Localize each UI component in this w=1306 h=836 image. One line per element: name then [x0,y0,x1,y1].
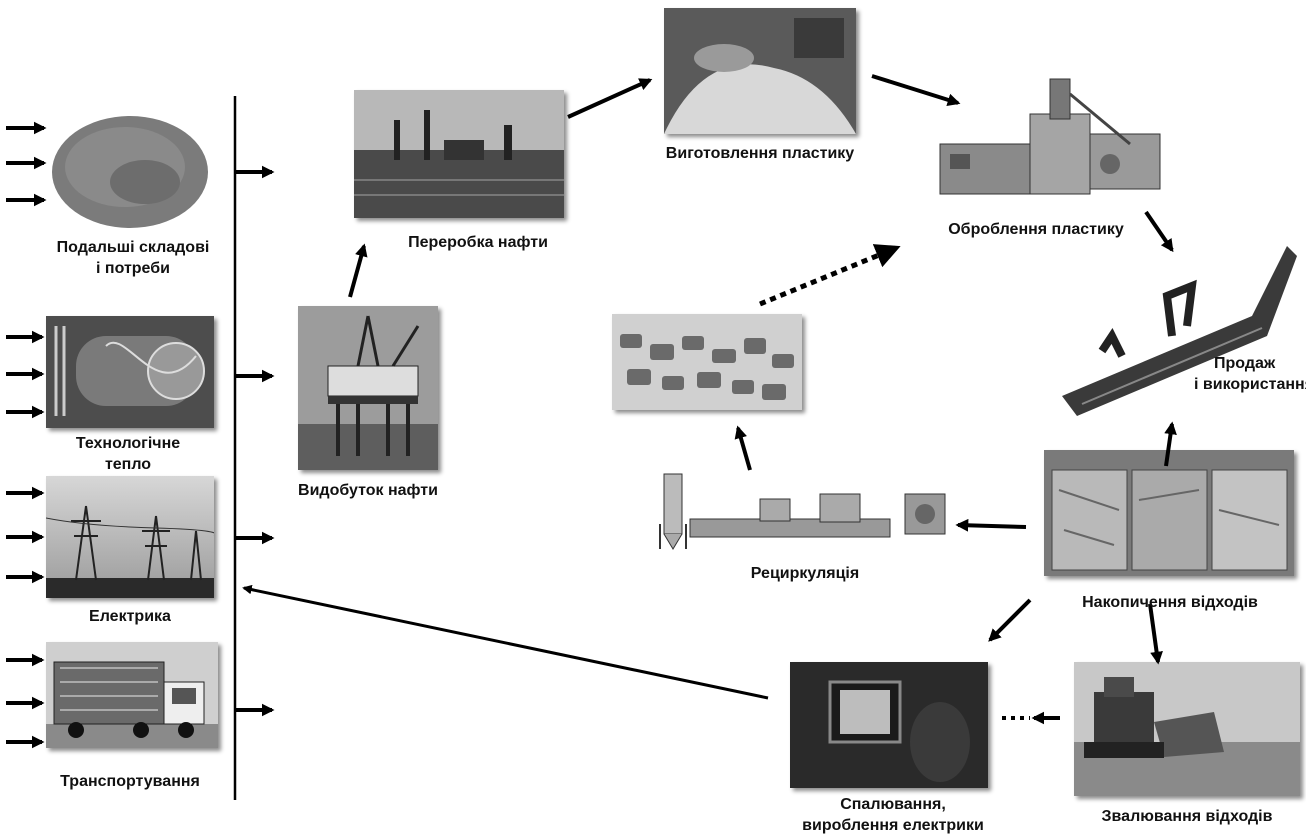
label-heat-line1: Технологічне [75,435,181,452]
plastic-machine-image [930,74,1166,210]
refinery-image [354,90,564,218]
label-oil-processing: Переробка нафти [408,234,548,251]
incineration-image [790,662,988,788]
process-arrow-icon [242,74,1177,725]
label-components-line1: Подальші складові [56,239,210,256]
landfill-image [1074,662,1300,796]
waste-bales-image [1044,450,1294,576]
output-arrow-icon [236,165,275,717]
label-components-line2: і потреби [96,260,170,277]
label-plastic-processing: Оброблення пластику [948,221,1124,238]
label-transport: Транспортування [60,773,200,790]
label-process-heat: Технологічне тепло [38,433,218,475]
label-incineration: Спалювання, вироблення електрики [790,794,996,836]
label-waste-accumulation: Накопичення відходів [1082,594,1258,611]
label-incineration-line2: вироблення електрики [802,817,984,834]
recycled-flakes-image [612,314,802,410]
label-plastic-production: Виготовлення пластику [665,145,855,162]
truck-image [46,642,218,748]
label-sale-line1: Продаж [1214,355,1276,372]
label-recycling: Рециркуляція [750,565,860,582]
process-heat-image [46,316,214,428]
dotted-arrow-icon [759,244,901,307]
input-arrow-icon [6,121,47,749]
electricity-pylons-image [46,476,214,598]
car-part-image [1052,236,1302,422]
recycling-line-image [650,464,956,556]
oil-rig-image [298,306,438,470]
label-heat-line2: тепло [104,456,152,473]
label-electricity: Електрика [89,608,171,625]
label-sale-line2: і використання [1194,376,1306,393]
label-sale-use: Продаж і використання [1194,353,1306,395]
granules-pile-image [50,112,210,230]
label-oil-extraction: Видобуток нафти [298,482,438,499]
label-components: Подальші складові і потреби [28,237,238,279]
label-incineration-line1: Спалювання, [840,796,946,813]
plastic-production-image [664,8,856,134]
label-landfill: Звалювання відходів [1101,808,1273,825]
